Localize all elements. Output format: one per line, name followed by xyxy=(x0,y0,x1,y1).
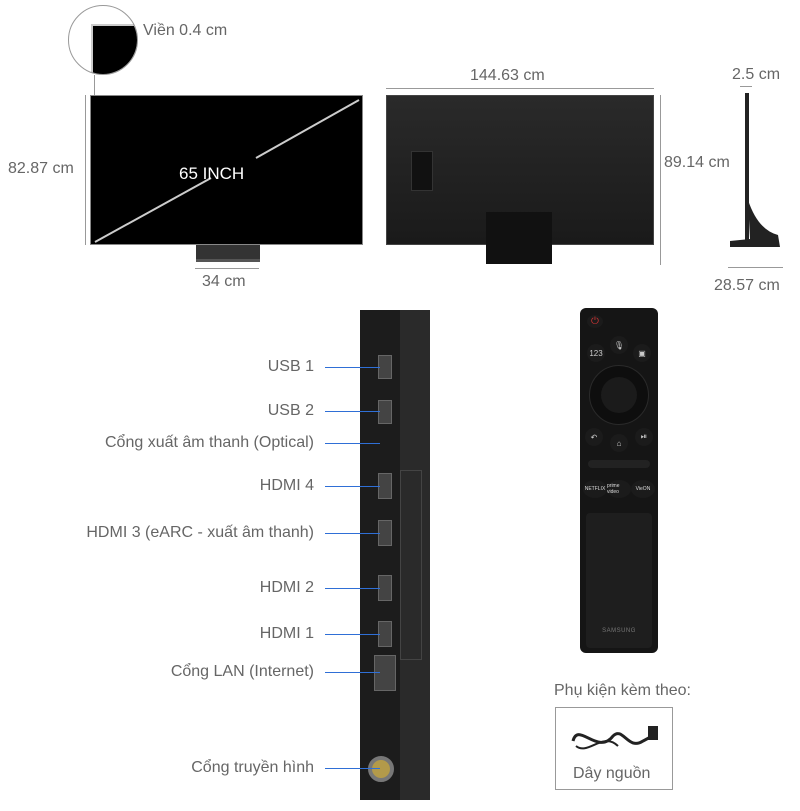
tv-stand xyxy=(196,245,260,262)
port-usb2-label: USB 2 xyxy=(267,402,314,419)
tv-side xyxy=(745,93,749,245)
numpad-button: 123 xyxy=(587,344,605,362)
port-lan-label: Cổng LAN (Internet) xyxy=(170,663,314,680)
width-label: 144.63 cm xyxy=(470,67,545,84)
accessory-box: Dây nguồn xyxy=(555,707,673,790)
height-with-stand-label: 89.14 cm xyxy=(664,154,730,171)
vieon-button: VieON xyxy=(631,480,655,498)
accessory-item: Dây nguồn xyxy=(573,765,651,782)
bezel-zoom-circle xyxy=(68,5,138,75)
accessories-title: Phụ kiện kèm theo: xyxy=(554,682,691,699)
power-icon: ⏻ xyxy=(587,315,603,328)
tv-front: 65 INCH xyxy=(90,95,363,245)
prime-button: prime video xyxy=(607,480,631,498)
port-panel xyxy=(360,310,430,800)
home-icon: ⌂ xyxy=(610,434,628,452)
play-pause-icon: ⏯ xyxy=(635,428,653,446)
front-height-label: 82.87 cm xyxy=(8,160,74,177)
screen-size-label: 65 INCH xyxy=(179,164,245,183)
remote-brand-label: SAMSUNG xyxy=(602,628,636,634)
stand-depth-label: 28.57 cm xyxy=(714,277,780,294)
port-hdmi1-label: HDMI 1 xyxy=(259,625,314,642)
bezel-label: Viền 0.4 cm xyxy=(143,22,228,39)
ambient-icon: ▣ xyxy=(633,344,651,362)
stand-width-label: 34 cm xyxy=(202,273,246,290)
tv-back-stand xyxy=(486,212,552,264)
coax-port xyxy=(368,756,394,782)
port-antenna-label: Cổng truyền hình xyxy=(191,759,314,776)
port-hdmi2-label: HDMI 2 xyxy=(259,579,314,596)
side-stand xyxy=(730,200,780,247)
depth-label: 2.5 cm xyxy=(732,66,781,83)
netflix-button: NETFLIX xyxy=(583,480,607,498)
power-cord-icon xyxy=(571,726,658,750)
mic-icon: 🎙 xyxy=(610,336,628,354)
port-hdmi3-label: HDMI 3 (eARC - xuất âm thanh) xyxy=(86,524,314,541)
remote-control: ⏻ 123 🎙 ▣ ↶ ⌂ ⏯ NETFLIX prime video VieO… xyxy=(580,308,658,653)
port-optical-label: Cổng xuất âm thanh (Optical) xyxy=(105,434,314,451)
port-usb1-label: USB 1 xyxy=(267,358,314,375)
dpad xyxy=(589,365,649,425)
back-icon: ↶ xyxy=(585,428,603,446)
port-hdmi4-label: HDMI 4 xyxy=(259,477,314,494)
